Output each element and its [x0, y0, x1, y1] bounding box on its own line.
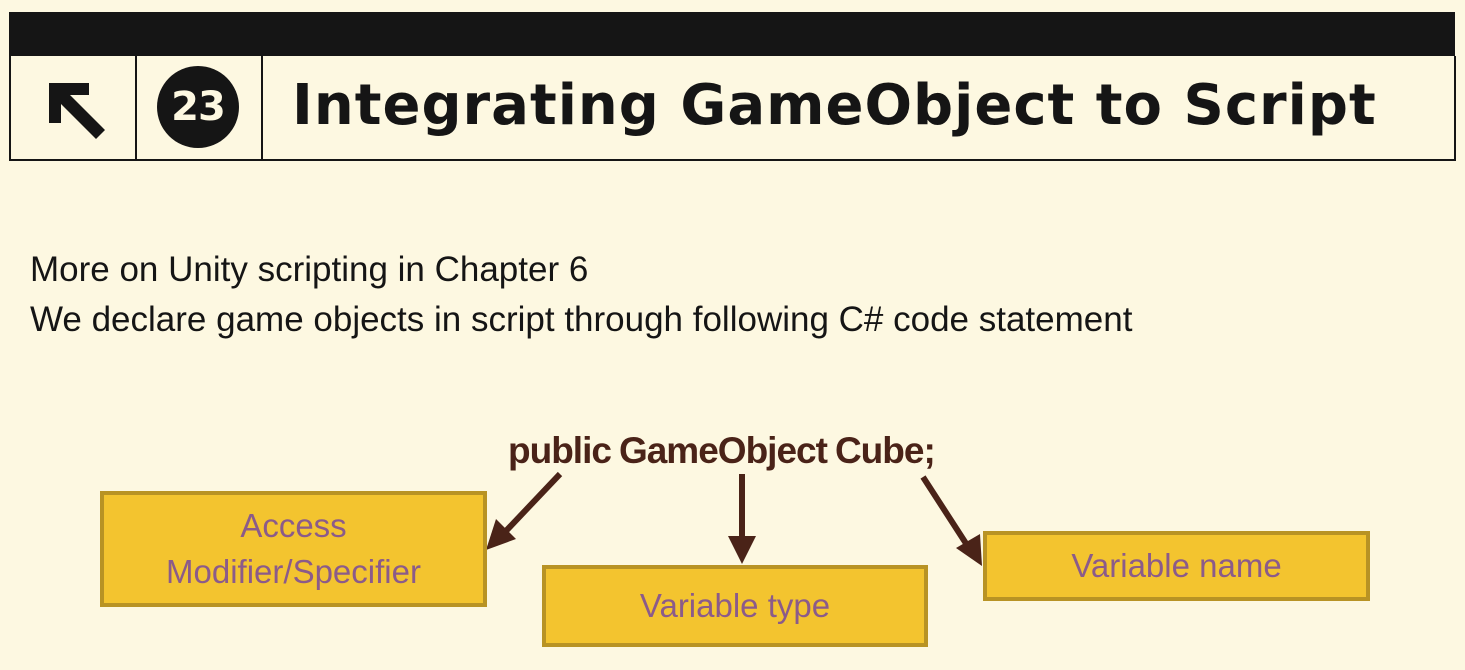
label-access-line2: Modifier/Specifier	[166, 553, 421, 590]
page-title: Integrating GameObject to Script	[292, 73, 1377, 138]
label-access-line1: Access	[240, 507, 347, 544]
code-token-type: GameObject	[618, 430, 828, 471]
code-token-access: public	[508, 430, 612, 471]
back-button[interactable]	[11, 56, 137, 159]
label-variable-name: Variable name	[983, 531, 1370, 601]
arrow-to-name	[920, 475, 970, 547]
code-token-name: Cube;	[834, 430, 936, 471]
arrow-up-left-icon	[49, 83, 105, 139]
header-top-bar	[9, 12, 1455, 56]
arrow-head-type	[728, 536, 756, 564]
body-line: More on Unity scripting in Chapter 6	[30, 250, 589, 289]
arrow-head-name	[956, 534, 982, 566]
label-access-modifier: Access Modifier/Specifier	[100, 491, 487, 607]
slide-number-badge: 23	[157, 66, 239, 148]
body-line: We declare game objects in script throug…	[30, 300, 1133, 339]
body-text: More on Unity scripting in Chapter 6 We …	[30, 245, 1132, 345]
slide-header: 23 Integrating GameObject to Script	[9, 56, 1456, 161]
slide-number-cell: 23	[137, 56, 263, 159]
arrow-head-access	[486, 519, 516, 550]
arrow-to-access	[502, 471, 563, 535]
label-variable-type: Variable type	[542, 565, 928, 647]
